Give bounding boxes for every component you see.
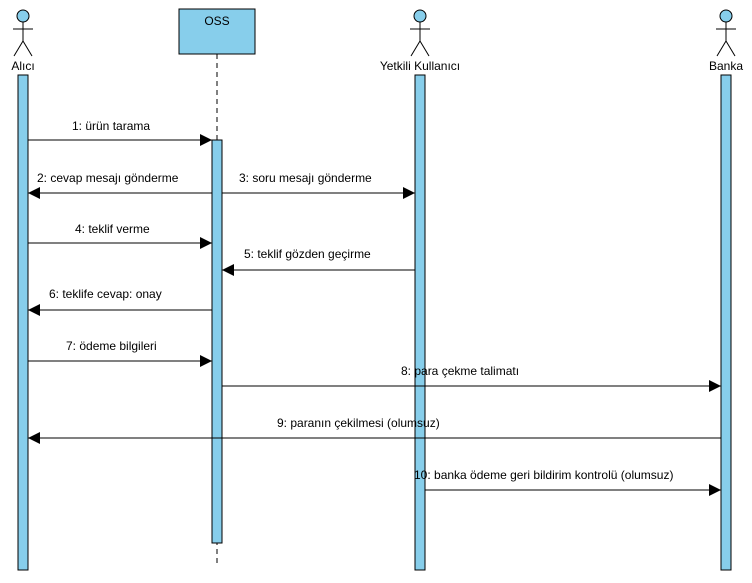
- oss-label: OSS: [204, 14, 229, 28]
- actor-head-icon: [16, 9, 30, 23]
- message-label: 8: para çekme talimatı: [401, 364, 519, 378]
- message-label: 1: ürün tarama: [72, 119, 150, 133]
- alici-label: Alıcı: [11, 59, 34, 73]
- yetkili-label: Yetkili Kullanıcı: [380, 59, 460, 73]
- actor-yetkili-kullanici[interactable]: [410, 9, 430, 57]
- message-label: 10: banka ödeme geri bildirim kontrolü (…: [414, 468, 673, 482]
- banka-activation-bar[interactable]: [720, 74, 732, 571]
- message-label: 2: cevap mesajı gönderme: [37, 171, 179, 185]
- message-label: 5: teklif gözden geçirme: [244, 247, 371, 261]
- oss-object-box[interactable]: [178, 8, 256, 55]
- message-label: 9: paranın çekilmesi (olumsuz): [277, 416, 440, 430]
- actor-alici[interactable]: [13, 9, 33, 57]
- message-label: 6: teklife cevap: onay: [49, 287, 162, 301]
- banka-label: Banka: [709, 59, 743, 73]
- actor-head-icon: [719, 9, 733, 23]
- message-label: 4: teklif verme: [75, 222, 150, 236]
- actor-head-icon: [413, 9, 427, 23]
- alici-activation-bar[interactable]: [17, 74, 29, 571]
- actor-banka[interactable]: [716, 9, 736, 57]
- yetkili-activation-bar[interactable]: [414, 74, 426, 571]
- message-label: 7: ödeme bilgileri: [66, 339, 157, 353]
- oss-activation-bar[interactable]: [211, 139, 223, 544]
- message-label: 3: soru mesajı gönderme: [239, 171, 372, 185]
